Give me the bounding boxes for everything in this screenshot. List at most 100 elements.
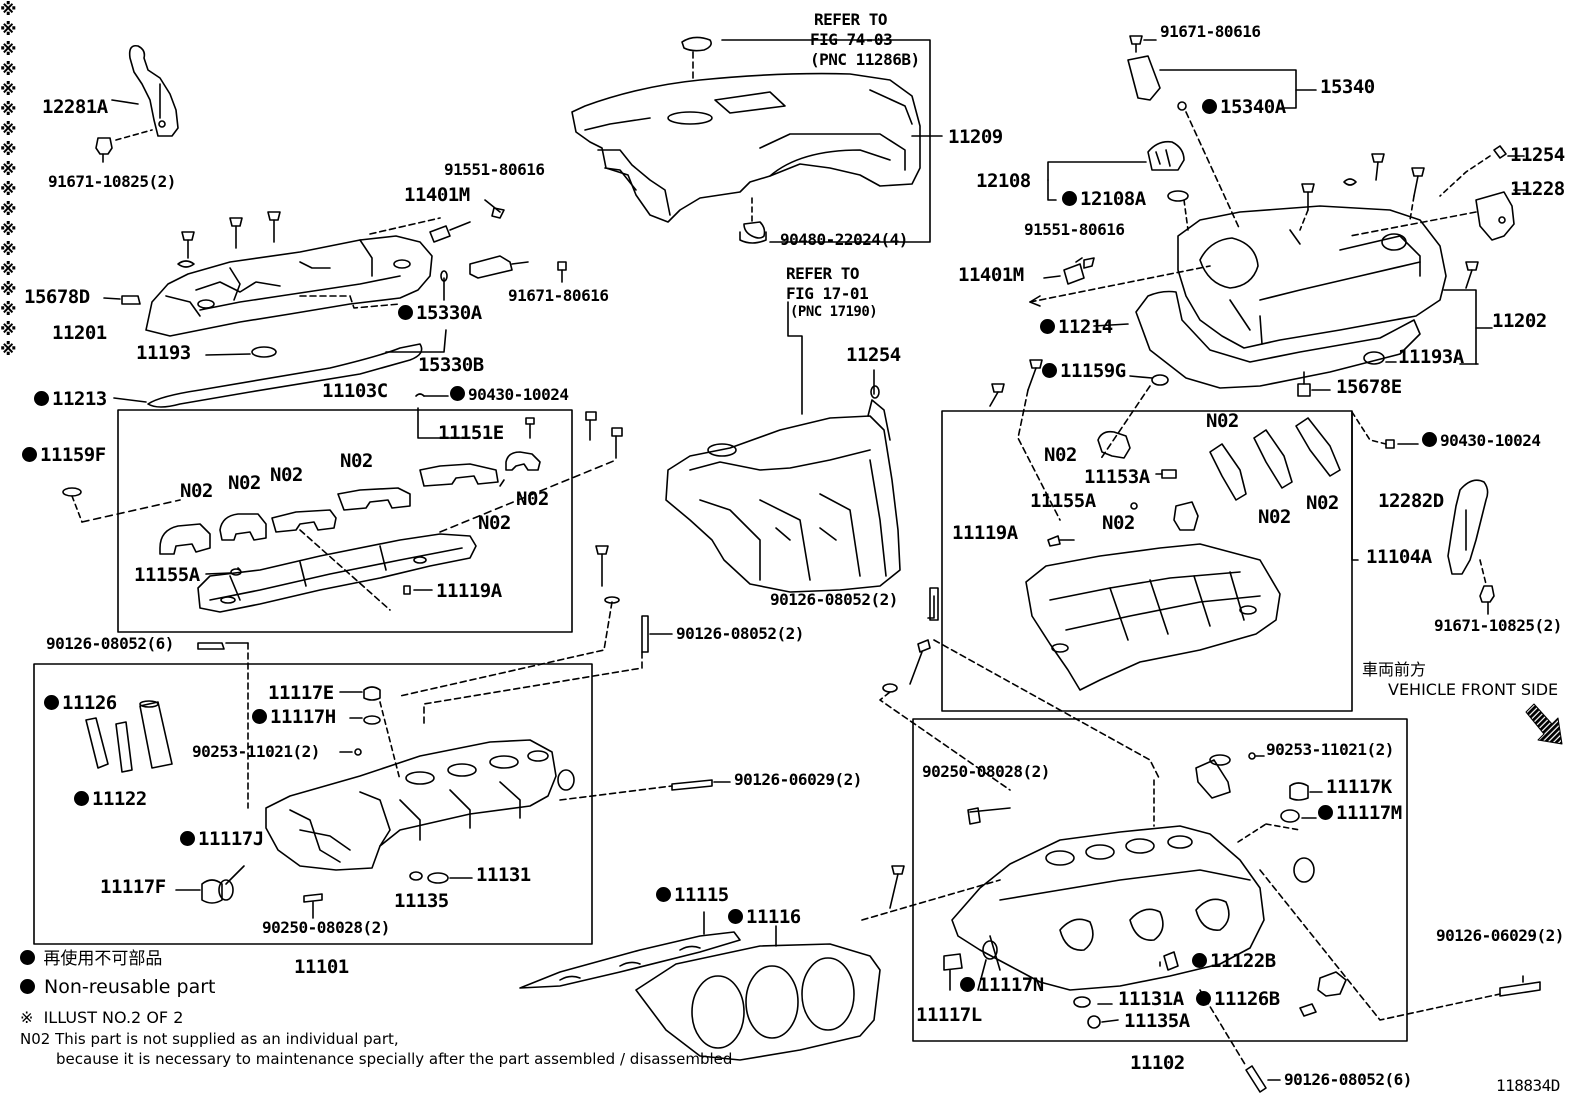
part-11115: 11115 [656, 886, 729, 905]
part-15678E: 15678E [1336, 376, 1402, 398]
part-11117H-text: 11117H [270, 706, 336, 728]
part-11214-text: 11214 [1058, 316, 1113, 338]
asterisk-mark: ※ [0, 260, 17, 280]
part-91551-80616-left: 91551-80616 [444, 160, 545, 179]
part-11159G-text: 11159G [1060, 360, 1126, 382]
non-reusable-dot [450, 386, 465, 401]
part-11117E: 11117E [268, 682, 334, 704]
part-90126-08052-2-center: 90126-08052(2) [770, 590, 898, 609]
legend-non-reusable-en: Non-reusable part [20, 978, 215, 997]
part-11214: 11214 [1040, 318, 1113, 337]
cylinder-head-11102-shape [951, 825, 1265, 991]
non-reusable-dot [398, 305, 413, 320]
non-reusable-dot [180, 831, 195, 846]
tube-right-shape [1195, 754, 1231, 799]
ref-line: (PNC 17190) [790, 304, 878, 320]
part-15340A-text: 15340A [1220, 96, 1286, 118]
asterisk-mark: ※ [0, 220, 17, 240]
part-90430-10024-right-text: 90430-10024 [1440, 431, 1541, 450]
part-11209: 11209 [948, 126, 1003, 148]
asterisk-mark: ※ [0, 320, 17, 340]
figure-id: 118834D [1496, 1076, 1560, 1095]
asterisk-mark: ※ [0, 340, 17, 360]
emblem-11286B-shape [681, 36, 712, 81]
part-n02: N02 [228, 472, 261, 494]
tubes-11126-11122-shape [85, 700, 173, 773]
gasket-11213-shape [147, 343, 423, 408]
non-reusable-dot [1040, 319, 1055, 334]
non-reusable-dot [44, 695, 59, 710]
non-reusable-dot [1318, 805, 1333, 820]
oil-control-valve-left-shape [385, 199, 567, 353]
part-11122-text: 11122 [92, 788, 147, 810]
part-15330B: 15330B [418, 354, 484, 376]
bracket-11228-shape [1475, 191, 1515, 241]
non-reusable-dot [34, 391, 49, 406]
part-11117F: 11117F [100, 876, 166, 898]
part-11159G: 11159G [1042, 362, 1126, 381]
non-reusable-dot [20, 950, 35, 965]
part-n02: N02 [1206, 410, 1239, 432]
non-reusable-dot [22, 447, 37, 462]
part-11155A-right: 11155A [1030, 490, 1096, 512]
camshaft-housing-11104A-shape [1025, 543, 1281, 691]
part-90430-10024-right: 90430-10024 [1422, 431, 1541, 450]
bolt-91671-10825-L-shape [95, 137, 113, 163]
part-11117N: 11117N [960, 976, 1044, 995]
part-15340A: 15340A [1202, 98, 1286, 117]
intake-manifold-17190-shape [665, 399, 901, 593]
non-reusable-dot [1062, 191, 1077, 206]
part-n02: N02 [1102, 512, 1135, 534]
ref-line: REFER TO [786, 264, 860, 283]
part-11135A: 11135A [1124, 1010, 1190, 1032]
legend-text: Non-reusable part [44, 976, 216, 998]
part-11401M-right: 11401M [958, 264, 1024, 286]
camshaft-housing-11103C-shape [197, 533, 477, 613]
asterisk-mark: ※ [0, 140, 17, 160]
part-11102: 11102 [1130, 1052, 1185, 1074]
part-90126-08052-2-mid: 90126-08052(2) [676, 624, 804, 643]
asterisk-mark: ※ [0, 160, 17, 180]
oil-control-valve-right-shape [1063, 257, 1095, 285]
seal-11135-shape [409, 871, 423, 881]
part-n02: N02 [1258, 506, 1291, 528]
part-11126: 11126 [44, 694, 117, 713]
part-11193: 11193 [136, 342, 191, 364]
part-12281A: 12281A [42, 96, 108, 118]
group-frame-11103C [117, 409, 573, 633]
group-frame-11101 [33, 663, 593, 945]
part-11116-text: 11116 [746, 906, 801, 928]
vehicle-front-arrow-shape [1525, 703, 1563, 745]
part-11117N-text: 11117N [978, 974, 1044, 996]
part-11153A: 11153A [1084, 466, 1150, 488]
non-reusable-dot [1422, 432, 1437, 447]
part-90250-08028-right: 90250-08028(2) [922, 762, 1050, 781]
part-11117M: 11117M [1318, 804, 1402, 823]
part-11135: 11135 [394, 890, 449, 912]
part-15330A: 15330A [398, 304, 482, 323]
plugs-11117E-H-shape [363, 686, 381, 725]
part-11126B-text: 11126B [1214, 988, 1280, 1010]
plug-15678D-shape [121, 295, 141, 305]
part-11193A: 11193A [1398, 346, 1464, 368]
part-15678D: 15678D [24, 286, 90, 308]
non-reusable-dot [728, 909, 743, 924]
part-11117J-text: 11117J [198, 828, 264, 850]
bolts-right-top-shape [1301, 153, 1479, 289]
group-frame-11102 [912, 718, 1408, 1042]
part-11228: 11228 [1510, 178, 1565, 200]
part-11103C: 11103C [322, 380, 388, 402]
cylinder-head-11101-shape [265, 739, 575, 871]
non-reusable-dot [656, 887, 671, 902]
sensor-15340-shape [1127, 35, 1187, 111]
part-90430-10024-left: 90430-10024 [450, 386, 569, 403]
part-11126-text: 11126 [62, 692, 117, 714]
non-reusable-dot [74, 791, 89, 806]
asterisk-mark: ※ [0, 120, 17, 140]
asterisk-mark: ※ [0, 100, 17, 120]
asterisk-mark: ※ [0, 240, 17, 260]
legend-n02-note-2: because it is necessary to maintenance s… [56, 1050, 733, 1068]
part-11213-text: 11213 [52, 388, 107, 410]
part-91671-80616-left: 91671-80616 [508, 286, 609, 305]
